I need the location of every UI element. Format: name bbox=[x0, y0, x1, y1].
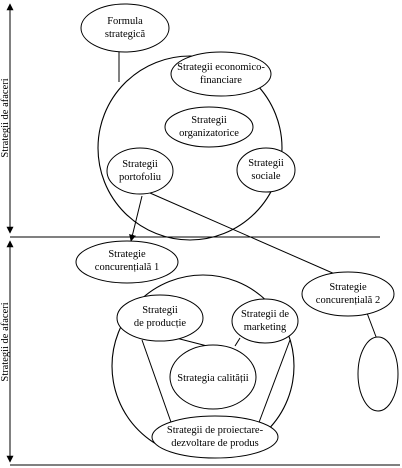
formula-strategica-node bbox=[80, 3, 170, 53]
portofoliu-label-2: portofoliu bbox=[119, 172, 162, 183]
arrow-portofoliu-to-concurentiala1 bbox=[129, 195, 143, 242]
marketing-label-2: marketing bbox=[244, 322, 287, 333]
productie-label-2: de producție bbox=[134, 318, 187, 329]
economico-financiare-label-2: financiare bbox=[200, 75, 242, 86]
marketing-node bbox=[231, 298, 299, 344]
portofoliu-label-1: Strategii bbox=[122, 159, 158, 170]
portofoliu-node bbox=[106, 147, 174, 195]
concurentiala-2-node bbox=[301, 271, 395, 317]
concurentiala-1-label-2: concurențială 1 bbox=[95, 262, 159, 273]
sociale-node bbox=[236, 147, 296, 193]
calitatii-node bbox=[169, 344, 257, 410]
productie-label-1: Strategii bbox=[142, 305, 178, 316]
concurentiala-1-label-1: Strategie bbox=[108, 249, 146, 260]
sociale-label-2: sociale bbox=[251, 171, 280, 182]
sociale-label-1: Strategii bbox=[248, 158, 284, 169]
side-label-top: Strategii de afaceri bbox=[0, 78, 11, 157]
concurentiala-2-label-2: concurențială 2 bbox=[316, 295, 380, 306]
empty-strategy-node bbox=[357, 336, 399, 412]
calitatii-label: Strategia calității bbox=[177, 373, 249, 384]
proiectare-node bbox=[151, 415, 279, 459]
organizatorice-label-2: organizatorice bbox=[179, 128, 239, 139]
side-label-bottom: Strategii de afaceri bbox=[0, 302, 11, 381]
marketing-calitatii-link bbox=[234, 337, 241, 347]
marketing-proiectare-link bbox=[257, 339, 291, 426]
arrow-portofoliu-to-concurentiala2 bbox=[149, 192, 345, 279]
productie-node bbox=[116, 294, 204, 342]
productie-proiectare-link bbox=[141, 339, 173, 426]
organizatorice-label-1: Strategii bbox=[191, 115, 227, 126]
marketing-label-1: Strategii de bbox=[241, 309, 289, 320]
concurentiala-2-label-1: Strategie bbox=[329, 282, 367, 293]
proiectare-label-1: Strategii de proiectare- bbox=[167, 425, 264, 436]
economico-financiare-node bbox=[170, 51, 272, 97]
concurentiala-1-node bbox=[75, 240, 179, 284]
economico-financiare-label-1: Strategii economico- bbox=[177, 62, 265, 73]
formula-strategica-label-1: Formula bbox=[107, 16, 143, 27]
proiectare-label-2: dezvoltare de produs bbox=[171, 438, 258, 449]
upper-strategy-circle bbox=[97, 55, 283, 241]
formula-strategica-label-2: strategică bbox=[105, 29, 146, 40]
organizatorice-node bbox=[164, 106, 254, 148]
